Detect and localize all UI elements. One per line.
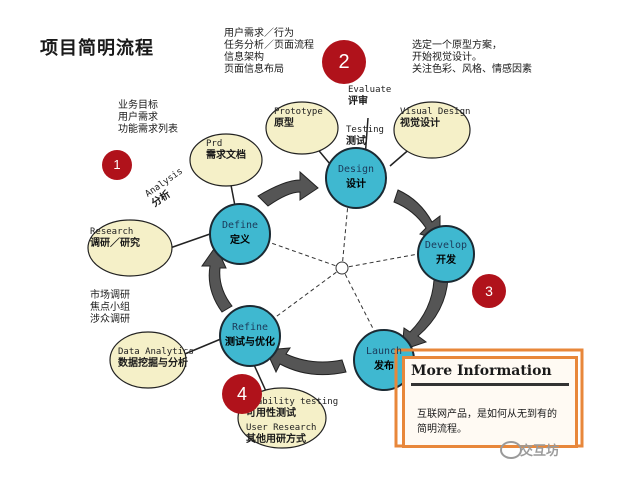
step-evaluate: Evaluate 评审 xyxy=(348,84,391,108)
research-note: 焦点小组 xyxy=(90,302,130,313)
step-usability-testing: Usability testing 可用性测试 xyxy=(246,396,338,420)
prototype-notes: 用户需求／行为 任务分析／页面流程 信息架构 页面信息布局 xyxy=(224,28,314,76)
step-testing-zh: 测试 xyxy=(346,136,366,147)
node-define: Define 定义 xyxy=(205,220,275,246)
visual-design-notes: 选定一个原型方案， 开始视觉设计。 关注色彩、风格、情感因素 xyxy=(412,40,532,76)
watermark: 交互坊 xyxy=(520,444,560,459)
node-refine: Refine 测试与优化 xyxy=(215,322,285,348)
prototype-note: 任务分析／页面流程 xyxy=(224,40,314,51)
prd-notes: 业务目标 用户需求 功能需求列表 xyxy=(118,100,178,136)
step-user-research-zh: 其他用研方式 xyxy=(246,434,306,445)
step-evaluate-en: Evaluate xyxy=(348,85,392,95)
step-user-research: User Research 其他用研方式 xyxy=(246,422,316,446)
step-research: Research 调研／研究 xyxy=(90,226,140,250)
step-visual-design-en: Visual Design xyxy=(400,107,471,117)
page-title: 项目简明流程 xyxy=(40,38,154,59)
prd-note: 用户需求 xyxy=(118,112,158,123)
step-data-analytics-en: Data Analytics xyxy=(118,347,194,357)
node-launch-zh: 发布 xyxy=(374,361,394,372)
node-develop-en: Develop xyxy=(424,240,468,251)
more-box-frame xyxy=(394,348,584,448)
prd-note: 功能需求列表 xyxy=(118,124,178,135)
prd-note: 业务目标 xyxy=(118,100,158,111)
visual-design-note: 开始视觉设计。 xyxy=(412,52,482,63)
wechat-icon xyxy=(500,441,522,459)
node-refine-zh: 测试与优化 xyxy=(225,337,275,348)
step-prototype-en: Prototype xyxy=(274,107,323,117)
step-testing-en: Testing xyxy=(346,125,384,135)
step-research-zh: 调研／研究 xyxy=(90,238,140,249)
step-prototype-zh: 原型 xyxy=(274,118,294,129)
node-define-en: Define xyxy=(221,220,259,231)
badge-2: 2 xyxy=(322,40,366,84)
step-prd-en: Prd xyxy=(206,139,223,149)
node-launch-en: Launch xyxy=(365,346,403,357)
node-launch: Launch 发布 xyxy=(349,346,419,372)
step-data-analytics-zh: 数据挖掘与分析 xyxy=(118,358,188,369)
prototype-note: 用户需求／行为 xyxy=(224,28,294,39)
node-design-zh: 设计 xyxy=(346,179,366,190)
node-refine-en: Refine xyxy=(231,322,269,333)
more-information-line: 简明流程。 xyxy=(417,424,467,435)
step-research-en: Research xyxy=(90,227,134,237)
center-hub xyxy=(335,261,349,275)
node-develop: Develop 开发 xyxy=(411,240,481,266)
step-visual-design: Visual Design 视觉设计 xyxy=(400,106,470,130)
research-note: 市场调研 xyxy=(90,290,130,301)
step-visual-design-zh: 视觉设计 xyxy=(400,118,440,129)
step-usability-testing-zh: 可用性测试 xyxy=(246,408,296,419)
prototype-note: 页面信息布局 xyxy=(224,64,284,75)
node-design-en: Design xyxy=(337,164,375,175)
node-design: Design 设计 xyxy=(321,164,391,190)
step-bubbles xyxy=(87,101,471,449)
cycle-arrows xyxy=(201,170,449,376)
more-information-body: 互联网产品，是如何从无到有的 简明流程。 xyxy=(417,407,557,437)
step-prototype: Prototype 原型 xyxy=(274,106,323,130)
prototype-note: 信息架构 xyxy=(224,52,264,63)
research-notes: 市场调研 焦点小组 涉众调研 xyxy=(90,290,130,326)
research-note: 涉众调研 xyxy=(90,314,130,325)
main-nodes xyxy=(209,147,475,391)
more-information-title: More Information xyxy=(411,363,552,379)
step-prd-zh: 需求文档 xyxy=(206,150,246,161)
step-user-research-en: User Research xyxy=(246,423,317,433)
more-information-line: 互联网产品，是如何从无到有的 xyxy=(417,409,557,420)
visual-design-note: 关注色彩、风格、情感因素 xyxy=(412,64,532,75)
more-information-underline xyxy=(411,383,569,386)
badge-1: 1 xyxy=(102,150,132,180)
more-information-box: More Information 互联网产品，是如何从无到有的 简明流程。 xyxy=(402,356,578,448)
step-usability-testing-en: Usability testing xyxy=(246,397,339,407)
step-prd: Prd 需求文档 xyxy=(206,138,246,162)
visual-design-note: 选定一个原型方案， xyxy=(412,40,502,51)
node-develop-zh: 开发 xyxy=(436,255,456,266)
step-testing: Testing 测试 xyxy=(346,124,384,148)
badge-3: 3 xyxy=(472,274,506,308)
badge-4: 4 xyxy=(222,374,262,414)
node-define-zh: 定义 xyxy=(230,235,250,246)
step-data-analytics: Data Analytics 数据挖掘与分析 xyxy=(118,346,194,370)
step-evaluate-zh: 评审 xyxy=(348,96,368,107)
